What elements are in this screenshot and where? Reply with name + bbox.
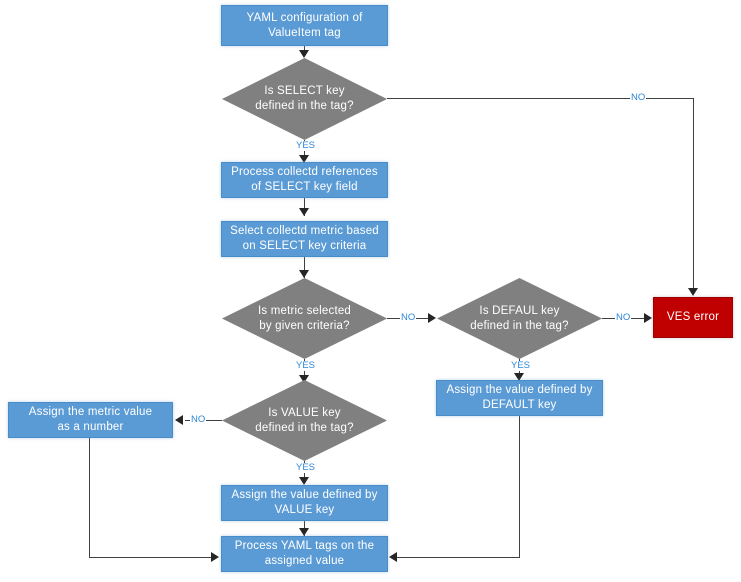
arrowhead-default-yes [514, 373, 524, 381]
node-ves-error-label: VES error [666, 311, 720, 323]
node-assign-number-label: Assign the metric value as a number [29, 405, 153, 435]
node-start-label: YAML configuration of ValueItem tag [246, 11, 362, 41]
node-process-yaml-label: Process YAML tags on the assigned value [235, 539, 374, 569]
connector-metric-to-decision [304, 257, 305, 278]
node-process-yaml-line2: assigned value [264, 555, 345, 567]
diamond-shape-select [222, 58, 387, 140]
node-process-yaml[interactable]: Process YAML tags on the assigned value [221, 536, 388, 572]
node-start-line2: ValueItem tag [268, 26, 341, 39]
node-start[interactable]: YAML configuration of ValueItem tag [221, 5, 388, 46]
arrowhead-value-no [175, 415, 183, 425]
node-assign-value[interactable]: Assign the value defined by VALUE key [221, 485, 388, 521]
arrowhead-assign-value-to-yaml [299, 528, 309, 536]
connector-select-no-horizontal [387, 98, 693, 99]
edge-label-value-no: NO [190, 414, 207, 425]
connector-assign-default-down [519, 416, 520, 557]
edge-label-select-yes: YES [295, 140, 317, 151]
arrowhead-default-to-yaml [389, 552, 397, 562]
node-assign-number-line1: Assign the metric value [28, 406, 153, 418]
edge-label-metric-yes: YES [295, 360, 317, 371]
node-process-refs[interactable]: Process collectd references of SELECT ke… [221, 162, 388, 198]
node-select-decision[interactable]: Is SELECT key defined in the tag? [222, 58, 387, 140]
node-assign-value-line2: VALUE key [274, 504, 335, 516]
arrowhead-select-no-to-error [688, 288, 698, 296]
node-assign-number[interactable]: Assign the metric value as a number [8, 402, 173, 438]
node-assign-value-label: Assign the value defined by VALUE key [231, 488, 377, 518]
arrowhead-value-yes [299, 477, 309, 485]
connector-assign-default-left [397, 557, 520, 558]
connector-assign-number-down [89, 438, 90, 557]
node-assign-default-label: Assign the value defined by DEFAULT key [446, 383, 592, 413]
node-value-decision[interactable]: Is VALUE key defined in the tag? [222, 380, 387, 461]
node-select-metric-line2: on SELECT key criteria [242, 240, 367, 252]
node-process-yaml-line1: Process YAML tags on the [234, 540, 375, 552]
edge-label-default-no: NO [615, 312, 632, 323]
arrowhead-default-no [644, 313, 652, 323]
node-assign-default[interactable]: Assign the value defined by DEFAULT key [436, 380, 603, 416]
node-select-metric-line1: Select collectd metric based [230, 225, 379, 237]
node-select-metric[interactable]: Select collectd metric based on SELECT k… [221, 221, 388, 257]
node-process-refs-label: Process collectd references of SELECT ke… [231, 165, 378, 195]
edge-label-value-yes: YES [295, 462, 317, 473]
arrowhead-select-yes [299, 155, 309, 163]
node-start-line1: YAML configuration of [246, 11, 363, 24]
edge-label-metric-no: NO [400, 312, 417, 323]
arrowhead-metric-no [428, 313, 436, 323]
node-assign-default-line1: Assign the value defined by [446, 384, 593, 396]
arrowhead-number-to-yaml [211, 552, 219, 562]
arrowhead-start-to-select [299, 50, 309, 58]
node-assign-number-line2: as a number [57, 421, 124, 433]
edge-label-select-no: NO [630, 92, 647, 103]
node-assign-default-line2: DEFAULT key [482, 399, 557, 411]
connector-start-to-select [304, 46, 305, 52]
arrowhead-refs-to-metric [299, 208, 309, 216]
connector-select-no-vertical [693, 98, 694, 288]
node-select-metric-label: Select collectd metric based on SELECT k… [230, 224, 379, 254]
node-process-refs-line2: of SELECT key field [251, 181, 358, 193]
diamond-shape-value [222, 380, 387, 461]
diamond-shape-default [437, 278, 602, 359]
arrowhead-metric-to-decision [299, 270, 309, 278]
node-ves-error[interactable]: VES error [653, 297, 733, 338]
diamond-shape-metric [222, 278, 387, 359]
connector-refs-to-metric [304, 198, 305, 216]
connector-assign-number-right [89, 557, 213, 558]
node-default-decision[interactable]: Is DEFAUL key defined in the tag? [437, 278, 602, 359]
node-assign-value-line1: Assign the value defined by [231, 489, 378, 501]
node-metric-decision[interactable]: Is metric selected by given criteria? [222, 278, 387, 359]
node-process-refs-line1: Process collectd references [231, 166, 378, 178]
edge-label-default-yes: YES [510, 360, 532, 371]
arrowhead-metric-yes [299, 375, 309, 383]
